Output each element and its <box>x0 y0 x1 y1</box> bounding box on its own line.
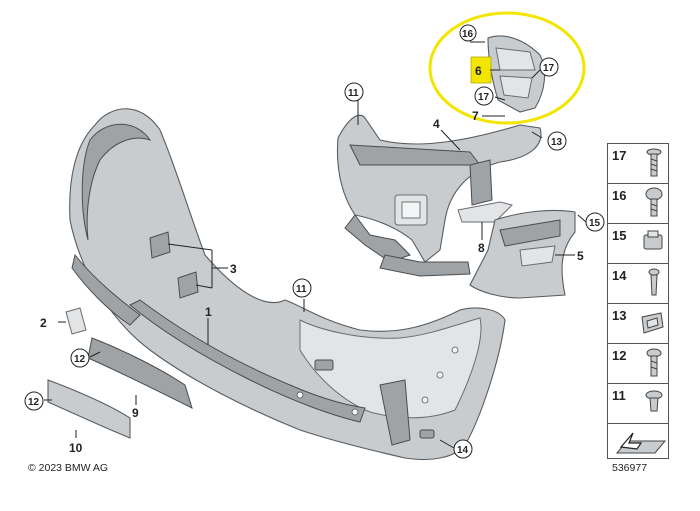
arrow-icon <box>615 432 667 454</box>
legend-item: 15 <box>607 223 669 263</box>
carrier-part-4 <box>336 114 542 277</box>
callout-11-top: 11 <box>344 82 364 102</box>
svg-text:15: 15 <box>589 218 601 229</box>
svg-text:9: 9 <box>132 406 139 420</box>
callout-17-right: 17 <box>539 57 559 77</box>
bracket-part-3 <box>149 231 199 299</box>
deflector-part-8 <box>457 201 513 223</box>
svg-text:4: 4 <box>433 117 440 131</box>
callout-12-lower: 12 <box>24 391 44 411</box>
legend-number: 12 <box>612 348 627 363</box>
legend-number: 13 <box>612 308 627 323</box>
svg-text:14: 14 <box>457 445 469 456</box>
callout-14: 14 <box>453 439 473 459</box>
svg-text:1: 1 <box>205 305 212 319</box>
svg-text:17: 17 <box>478 92 490 103</box>
legend-item: 12 <box>607 343 669 383</box>
callout-16: 16 <box>459 24 477 42</box>
legend-number: 15 <box>612 228 627 243</box>
svg-text:13: 13 <box>551 137 563 148</box>
document-number: 536977 <box>612 462 648 474</box>
callout-3: 3 <box>230 262 237 276</box>
callout-11-mid: 11 <box>292 278 312 298</box>
svg-text:11: 11 <box>296 284 307 295</box>
callout-15: 15 <box>585 212 605 232</box>
legend-item: 13 <box>607 303 669 343</box>
legend-item: 11 <box>607 383 669 423</box>
legend-number: 17 <box>612 148 627 163</box>
svg-text:12: 12 <box>74 354 86 365</box>
legend-item: 16 <box>607 183 669 223</box>
screw-icon <box>646 148 662 177</box>
air-duct-part-5 <box>469 209 576 299</box>
legend-item: 14 <box>607 263 669 303</box>
callout-10: 10 <box>69 441 83 455</box>
callout-9: 9 <box>132 406 139 420</box>
svg-text:12: 12 <box>28 397 40 408</box>
copyright-text: © 2023 BMW AG <box>28 462 109 474</box>
svg-text:7: 7 <box>472 109 479 123</box>
svg-text:3: 3 <box>230 262 237 276</box>
clip-nut-icon <box>643 230 663 250</box>
callout-2: 2 <box>40 316 47 330</box>
callout-8: 8 <box>478 241 485 255</box>
legend-number: 14 <box>612 268 627 283</box>
expanding-rivet-icon <box>648 268 660 296</box>
svg-text:10: 10 <box>69 441 83 455</box>
svg-text:16: 16 <box>462 29 474 40</box>
leader-lines <box>44 41 587 449</box>
bolt-icon <box>646 348 662 377</box>
highlighted-part-6 <box>428 11 586 125</box>
legend-item: 17 <box>607 143 669 183</box>
svg-text:17: 17 <box>543 63 555 74</box>
fastener-legend: 17 16 15 14 13 1 <box>607 143 669 459</box>
legend-number: 11 <box>612 388 626 403</box>
callout-1: 1 <box>205 305 212 319</box>
flat-head-screw-icon <box>645 187 663 217</box>
bumper-panel <box>69 108 506 461</box>
callout-7: 7 <box>472 109 479 123</box>
svg-text:5: 5 <box>577 249 584 263</box>
svg-text:2: 2 <box>40 316 47 330</box>
svg-text:11: 11 <box>348 88 359 99</box>
spring-clip-icon <box>641 312 664 334</box>
reflector-part-2 <box>65 307 87 335</box>
callout-17-left: 17 <box>474 86 494 106</box>
push-rivet-icon <box>645 390 663 412</box>
callout-6: 6 <box>475 64 482 78</box>
callout-12-upper: 12 <box>70 348 90 368</box>
license-plate-base-part-10 <box>47 379 131 439</box>
grille-insert-part-9 <box>87 337 193 409</box>
svg-text:6: 6 <box>475 64 482 78</box>
callout-5: 5 <box>577 249 584 263</box>
legend-number: 16 <box>612 188 627 203</box>
svg-text:8: 8 <box>478 241 485 255</box>
callout-4: 4 <box>433 117 440 131</box>
legend-arrow-cell <box>607 423 669 459</box>
callout-13: 13 <box>547 131 567 151</box>
